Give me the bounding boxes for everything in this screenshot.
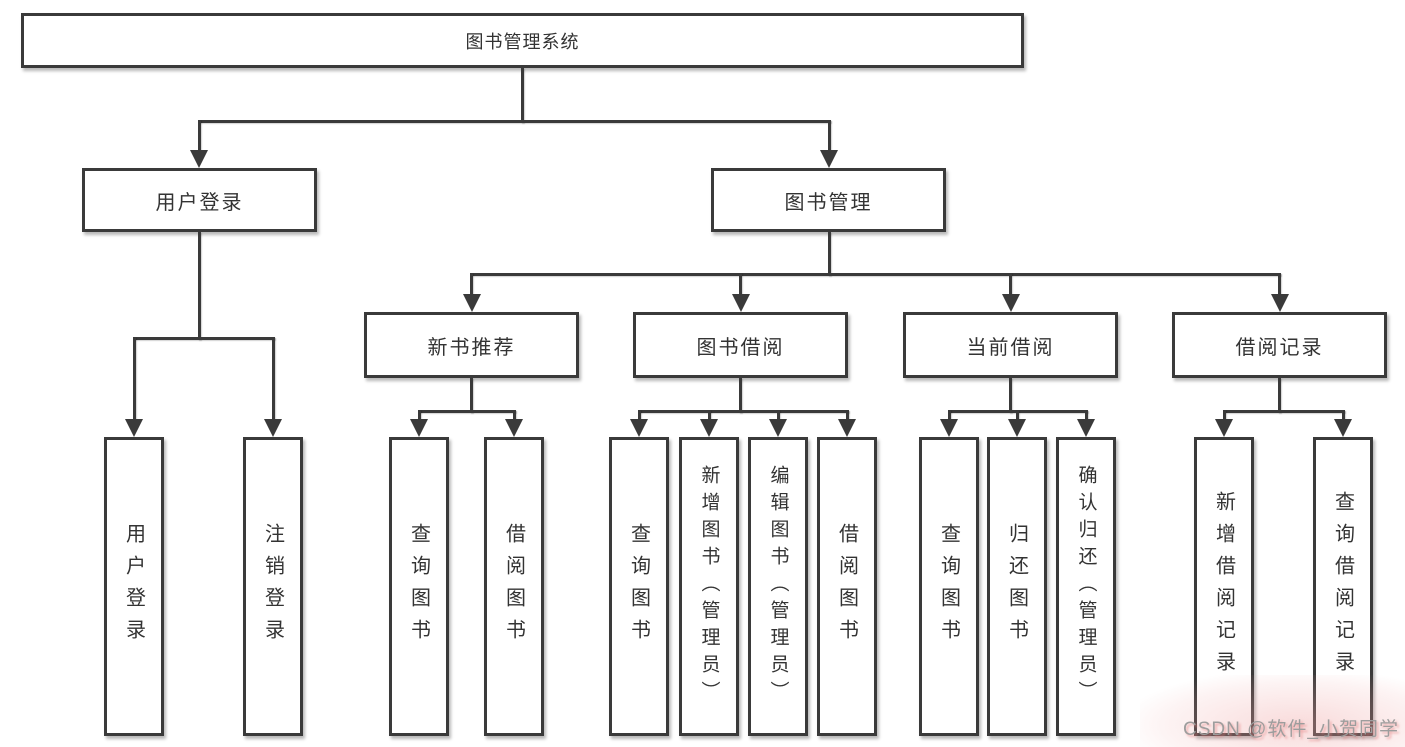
node-root-system: 图书管理系统 — [21, 13, 1024, 68]
connector-stem-user-login — [198, 232, 201, 340]
connector-bar-book-mgmt — [470, 273, 1281, 276]
connector-stem-new-book — [470, 378, 473, 413]
connector-drop-root — [197, 120, 201, 154]
connector-drop-current-borrow — [1015, 410, 1019, 423]
connector-drop-current-borrow — [1084, 410, 1088, 423]
connector-drop-book-borrow — [776, 410, 780, 423]
node-book-management: 图书管理 — [711, 168, 946, 232]
leaf-records-add-record: 新增借阅记录 — [1194, 437, 1254, 736]
leaf-current-query-books: 查询图书 — [919, 437, 979, 736]
connector-drop-new-book — [417, 410, 421, 423]
connector-drop-borrow-records — [1222, 410, 1226, 423]
connector-drop-root — [827, 120, 831, 154]
connector-bar-root — [197, 120, 831, 123]
arrowhead-borrow-records — [1334, 419, 1352, 437]
connector-bar-borrow-records — [1222, 410, 1345, 413]
connector-stem-root — [521, 68, 524, 123]
connector-bar-new-book — [417, 410, 516, 413]
arrowhead-new-book — [410, 419, 428, 437]
connector-drop-book-mgmt — [1278, 273, 1281, 298]
leaf-current-confirm-return-admin: 确认归还（管理员） — [1056, 437, 1116, 736]
arrowhead-new-book — [505, 419, 523, 437]
arrowhead-user-login — [125, 419, 143, 437]
arrowhead-book-mgmt — [462, 294, 481, 312]
arrowhead-book-borrow — [838, 419, 856, 437]
connector-drop-book-mgmt — [739, 273, 742, 298]
leaf-borrow-query-books: 查询图书 — [609, 437, 669, 736]
arrowhead-root — [190, 150, 208, 168]
leaf-records-query-record: 查询借阅记录 — [1313, 437, 1373, 736]
csdn-watermark: CSDN @软件_小贺同学 — [1183, 719, 1399, 740]
connector-stem-book-mgmt — [827, 232, 831, 276]
node-book-borrow: 图书借阅 — [633, 312, 848, 378]
leaf-logout: 注销登录 — [243, 437, 303, 736]
connector-drop-book-mgmt — [1009, 273, 1012, 298]
arrowhead-current-borrow — [940, 419, 958, 437]
node-user-login: 用户登录 — [82, 168, 317, 232]
arrowhead-user-login — [264, 419, 282, 437]
node-new-book-recommend: 新书推荐 — [364, 312, 579, 378]
connector-stem-current-borrow — [1009, 378, 1012, 413]
connector-bar-book-borrow — [637, 410, 849, 413]
leaf-recommend-borrow-books: 借阅图书 — [484, 437, 544, 736]
connector-drop-book-borrow — [845, 410, 849, 423]
node-borrow-records: 借阅记录 — [1172, 312, 1387, 378]
leaf-borrow-borrow-books: 借阅图书 — [817, 437, 877, 736]
leaf-recommend-query-books: 查询图书 — [389, 437, 449, 736]
connector-bar-user-login — [132, 337, 275, 340]
connector-drop-book-borrow — [707, 410, 711, 423]
leaf-borrow-add-books-admin: 新增图书（管理员） — [679, 437, 739, 736]
arrowhead-book-borrow — [700, 419, 718, 437]
leaf-borrow-edit-books-admin: 编辑图书（管理员） — [748, 437, 808, 736]
arrowhead-current-borrow — [1077, 419, 1095, 437]
connector-drop-borrow-records — [1341, 410, 1345, 423]
arrowhead-book-borrow — [769, 419, 787, 437]
arrowhead-root — [820, 150, 838, 168]
connector-drop-book-borrow — [637, 410, 641, 423]
connector-drop-user-login — [132, 337, 136, 423]
arrowhead-book-mgmt — [1270, 294, 1289, 312]
connector-drop-new-book — [512, 410, 516, 423]
leaf-user-login: 用户登录 — [104, 437, 164, 736]
connector-drop-current-borrow — [947, 410, 951, 423]
arrowhead-current-borrow — [1008, 419, 1026, 437]
node-current-borrow: 当前借阅 — [903, 312, 1118, 378]
arrowhead-book-borrow — [630, 419, 648, 437]
connector-stem-book-borrow — [739, 378, 742, 413]
connector-drop-user-login — [271, 337, 275, 423]
connector-drop-book-mgmt — [470, 273, 473, 298]
leaf-current-return-books: 归还图书 — [987, 437, 1047, 736]
connector-stem-borrow-records — [1278, 378, 1281, 413]
arrowhead-borrow-records — [1215, 419, 1233, 437]
arrowhead-book-mgmt — [1001, 294, 1020, 312]
arrowhead-book-mgmt — [731, 294, 750, 312]
